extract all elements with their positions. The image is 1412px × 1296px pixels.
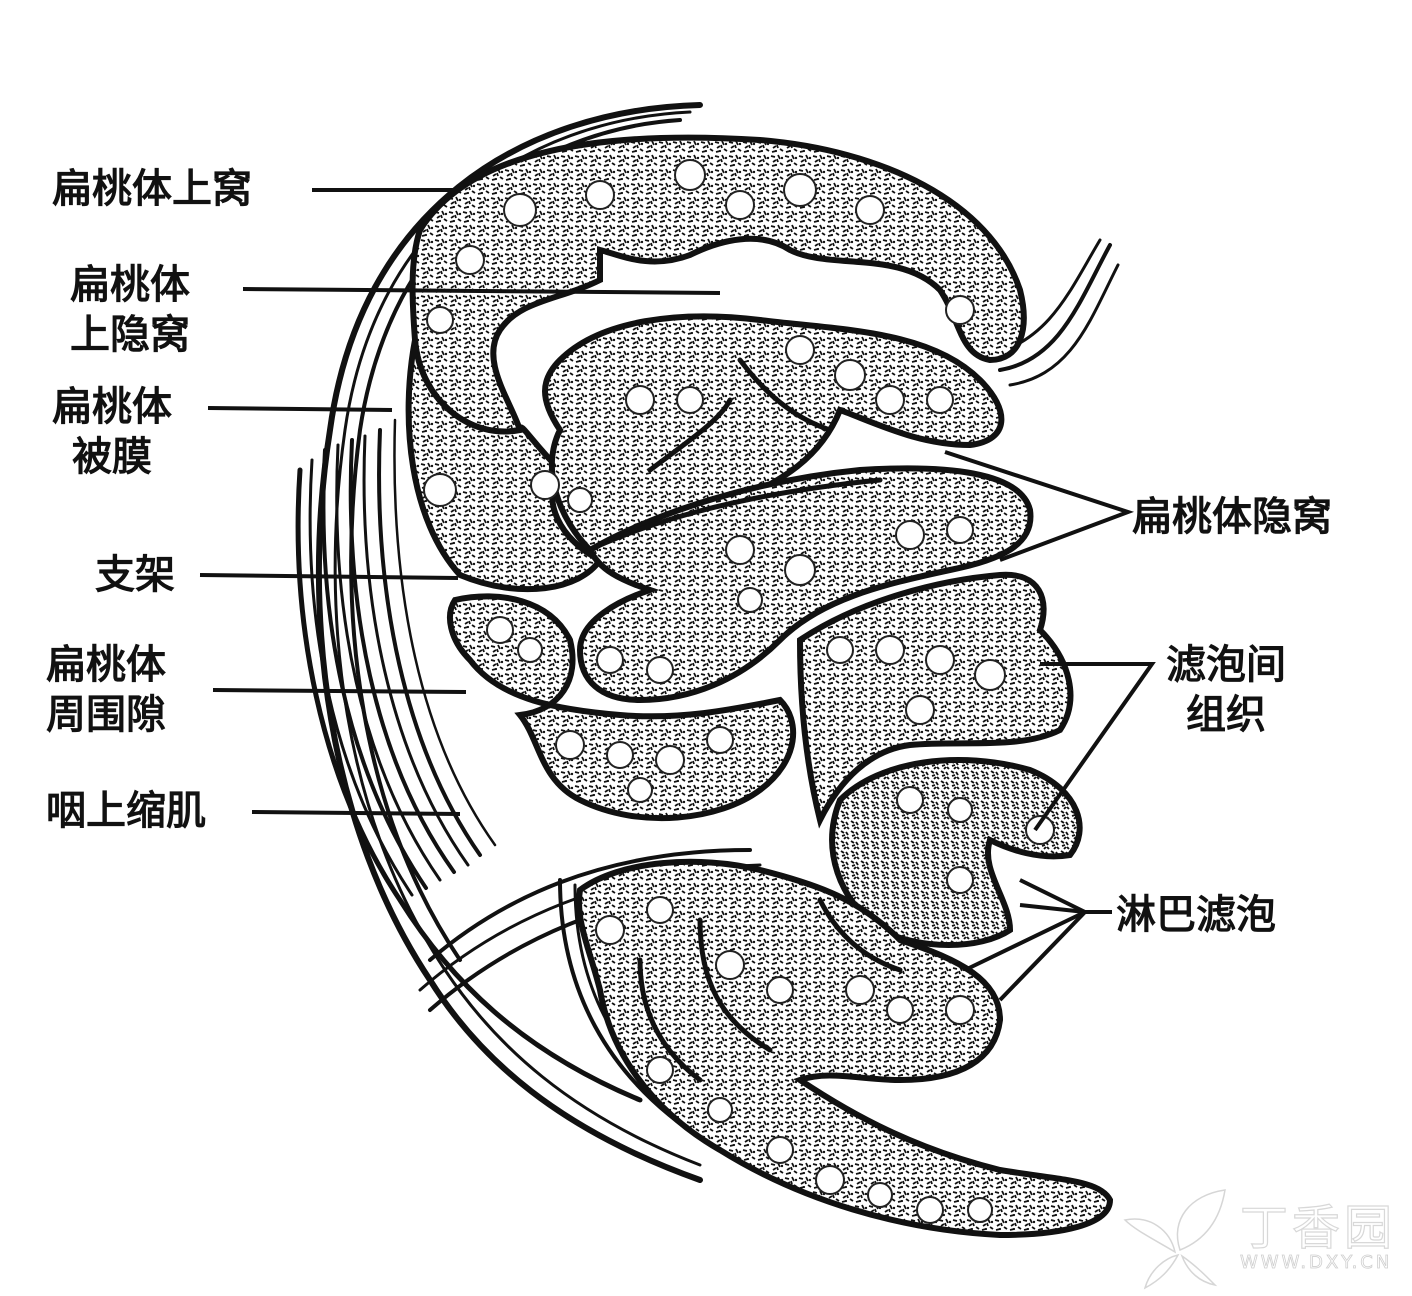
label-tonsil-capsule-line2: 被膜	[72, 434, 152, 480]
label-supratonsillar-crypt-line2: 上隐窝	[70, 312, 190, 358]
leader-lymph-follicles-d	[998, 910, 1087, 1002]
leader-tonsil-capsule	[207, 406, 393, 412]
watermark-url: WWW.DXY.CN	[1240, 1252, 1393, 1274]
leader-tonsil-crypts	[944, 450, 1135, 562]
leader-interfollicular-tissue	[1033, 662, 1156, 832]
label-supratonsillar-fossa: 扁桃体上窝	[52, 166, 252, 212]
label-tonsil-capsule-line1: 扁桃体	[52, 384, 172, 430]
leader-lymph-follicles-c	[964, 910, 1086, 972]
label-interfollicular-tissue-line2: 组织	[1186, 692, 1266, 738]
label-superior-constrictor: 咽上缩肌	[46, 788, 206, 834]
label-peritonsillar-space: 扁桃体 周围隙	[46, 640, 166, 740]
tonsil-lobes	[405, 134, 1114, 1239]
label-peritonsillar-space-line1: 扁桃体	[46, 642, 166, 688]
label-stroma: 支架	[95, 552, 175, 598]
label-interfollicular-tissue-line1: 滤泡间	[1166, 642, 1286, 688]
lymph-follicles	[423, 159, 1055, 1224]
watermark-brand: 丁香园	[1239, 1199, 1397, 1256]
bottom-lobe	[576, 858, 1114, 1239]
watermark: 丁香园 WWW.DXY.CN	[1120, 1180, 1410, 1290]
label-lymph-follicles: 淋巴滤泡	[1116, 892, 1276, 938]
label-tonsil-capsule: 扁桃体 被膜	[52, 382, 172, 482]
leaf-logo-icon	[1123, 1189, 1226, 1290]
label-supratonsillar-crypt: 扁桃体 上隐窝	[70, 260, 190, 360]
middle-upper-lobe	[542, 313, 1005, 554]
leader-lines	[199, 188, 1156, 1002]
leader-lymph-follicles-b	[1019, 903, 1086, 914]
leader-supratonsillar-crypt	[242, 287, 721, 295]
right-lobe	[796, 571, 1074, 829]
crypt-lines	[597, 357, 903, 1083]
label-interfollicular-tissue: 滤泡间 组织	[1166, 640, 1286, 740]
leader-stroma	[199, 573, 459, 580]
leader-peritonsillar-space	[212, 688, 467, 694]
label-tonsil-crypts: 扁桃体隐窝	[1132, 494, 1332, 540]
label-peritonsillar-space-line2: 周围隙	[46, 692, 166, 738]
label-supratonsillar-crypt-line1: 扁桃体	[70, 262, 190, 308]
left-lobe	[405, 339, 605, 593]
leader-superior-constrictor	[251, 810, 461, 816]
